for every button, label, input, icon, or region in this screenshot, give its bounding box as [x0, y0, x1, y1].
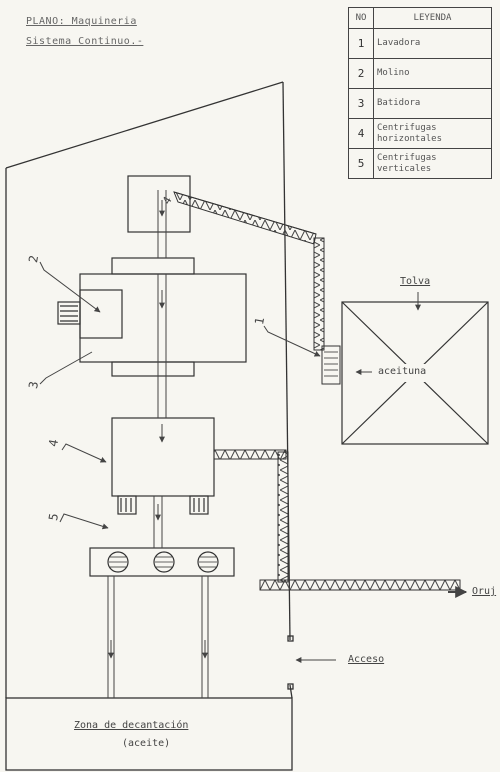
legend-table: NO LEYENDA 1 Lavadora 2 Molino 3 Batidor… [348, 7, 492, 179]
tolva-label: Tolva [400, 276, 431, 287]
acceso-label: Acceso [348, 654, 385, 665]
orujo-label: Oruj [472, 586, 497, 597]
vertical-centrifuges [89, 547, 235, 577]
aceituna-label: aceituna [378, 366, 427, 377]
legend-row: 4 Centrifugas horizontales [348, 118, 492, 149]
legend-num: 4 [348, 118, 374, 149]
legend-name: Centrifugas horizontales [373, 118, 492, 149]
flow-arrows [108, 200, 208, 659]
legend-num: 5 [348, 148, 374, 179]
plan-subtitle: Sistema Continuo.- [26, 36, 144, 47]
decantation-zone [5, 697, 293, 771]
legend-row: 1 Lavadora [348, 28, 492, 59]
orujo-conveyor [213, 449, 461, 591]
legend-name: Batidora [373, 88, 492, 119]
legend-num: 3 [348, 88, 374, 119]
plan-title: PLANO: Maquineria [26, 16, 137, 27]
legend-header-name: LEYENDA [373, 7, 492, 29]
legend-name: Lavadora [373, 28, 492, 59]
decantation-zone-sublabel: (aceite) [122, 738, 171, 749]
callout-leaders [39, 261, 321, 530]
flow-pipes [107, 190, 209, 698]
legend-num: 1 [348, 28, 374, 59]
building-outline [5, 81, 294, 699]
legend-name: Molino [373, 58, 492, 89]
feed-box [127, 175, 191, 233]
annotation-arrows [295, 292, 468, 663]
legend-row: 5 Centrifugas verticales [348, 148, 492, 179]
legend-row: 3 Batidora [348, 88, 492, 119]
horizontal-centrifuge [111, 417, 215, 515]
feed-conveyor [173, 191, 341, 385]
legend-row: 2 Molino [348, 58, 492, 89]
legend-header: NO LEYENDA [348, 7, 492, 29]
legend-name: Centrifugas verticales [373, 148, 492, 179]
legend-header-no: NO [348, 7, 374, 29]
mill-mixer-unit [57, 257, 247, 377]
decantation-zone-label: Zona de decantación [74, 720, 189, 731]
legend-num: 2 [348, 58, 374, 89]
aceituna-label-bg [372, 364, 446, 382]
